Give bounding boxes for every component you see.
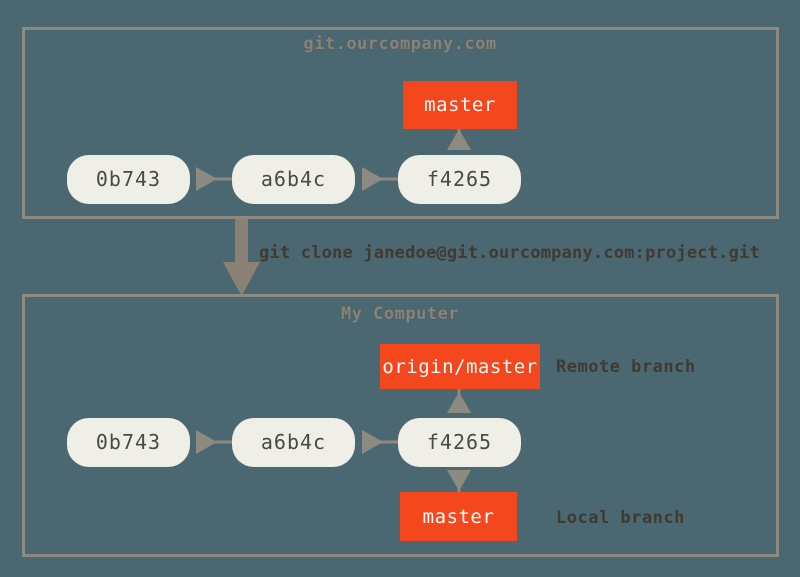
my-computer-caption: My Computer <box>340 304 460 324</box>
remote-branch-annotation: Remote branch <box>556 357 696 377</box>
remote-server-caption: git.ourcompany.com <box>303 34 497 54</box>
remote-commit-a6b4c[interactable]: a6b4c <box>232 155 355 204</box>
local-commit-0b743[interactable]: 0b743 <box>67 418 190 467</box>
my-computer-panel <box>22 294 779 557</box>
origin-master-branch-box[interactable]: origin/master <box>380 344 540 389</box>
local-commit-f4265[interactable]: f4265 <box>398 418 521 467</box>
remote-server-panel <box>22 27 779 219</box>
git-clone-command: git clone janedoe@git.ourcompany.com:pro… <box>259 243 760 263</box>
remote-master-branch-label: master <box>424 94 496 116</box>
origin-master-branch-label: origin/master <box>382 355 538 378</box>
local-master-branch-box[interactable]: master <box>400 492 517 541</box>
local-master-branch-label: master <box>422 505 495 528</box>
remote-commit-0b743[interactable]: 0b743 <box>67 155 190 204</box>
clone-arrow <box>223 219 260 296</box>
remote-master-branch-box[interactable]: master <box>403 81 517 129</box>
local-commit-a6b4c[interactable]: a6b4c <box>232 418 355 467</box>
local-branch-annotation: Local branch <box>556 508 685 528</box>
remote-commit-f4265[interactable]: f4265 <box>398 155 521 204</box>
